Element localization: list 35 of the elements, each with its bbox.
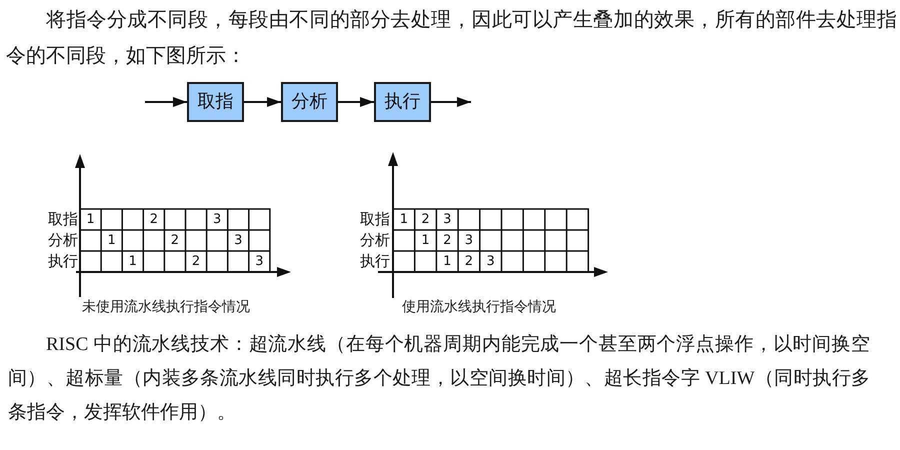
process-box: 分析 xyxy=(281,82,338,122)
stage-label: 执行 xyxy=(48,254,78,269)
stage-label: 执行 xyxy=(360,254,390,269)
instruction-number: 2 xyxy=(464,255,474,268)
instruction-number: 3 xyxy=(255,255,264,268)
instruction-number: 2 xyxy=(443,234,452,247)
instruction-number: 3 xyxy=(486,255,495,268)
instruction-number: 1 xyxy=(443,255,452,268)
stage-label: 分析 xyxy=(48,233,78,248)
arrow xyxy=(338,97,374,107)
stage-label: 取指 xyxy=(48,212,78,227)
instruction-number: 2 xyxy=(192,255,200,268)
instruction-number: 2 xyxy=(150,213,158,226)
arrow xyxy=(244,97,281,107)
instruction-number: 2 xyxy=(170,234,180,247)
arrow xyxy=(145,97,187,107)
instruction-number: 3 xyxy=(213,213,222,226)
instruction-number: 1 xyxy=(128,255,137,268)
process-box: 执行 xyxy=(374,82,431,122)
paragraph: 将指令分成不同段，每段由不同的部分去处理，因此可以产生叠加的效果，所有的部件去处理指令的不同段，如下图所示： xyxy=(6,8,897,69)
instruction-number: 1 xyxy=(108,234,116,247)
instruction-number: 1 xyxy=(421,234,430,247)
process-box: 取指 xyxy=(187,82,244,122)
instruction-number: 3 xyxy=(464,234,474,247)
instruction-number: 3 xyxy=(443,213,452,226)
stage-label: 分析 xyxy=(360,233,390,248)
stage-label: 取指 xyxy=(360,212,390,227)
paragraph: RISC 中的流水线技术：超流水线（在每个机器周期内能完成一个甚至两个浮点操作，以时间换空间）、超标量（内装多条流水线同时执行多个处理，以空间换时间）、超长指令字 VLIW（同时执行多条指令，发挥软件作用）。 xyxy=(8,333,870,425)
figure-caption: 未使用流水线执行指令情况 xyxy=(82,299,250,317)
arrow xyxy=(431,97,471,107)
instruction-number: 2 xyxy=(421,213,430,226)
instruction-number: 3 xyxy=(234,234,242,247)
figure-caption: 使用流水线执行指令情况 xyxy=(402,299,556,317)
instruction-number: 1 xyxy=(400,213,408,226)
instruction-number: 1 xyxy=(86,213,95,226)
